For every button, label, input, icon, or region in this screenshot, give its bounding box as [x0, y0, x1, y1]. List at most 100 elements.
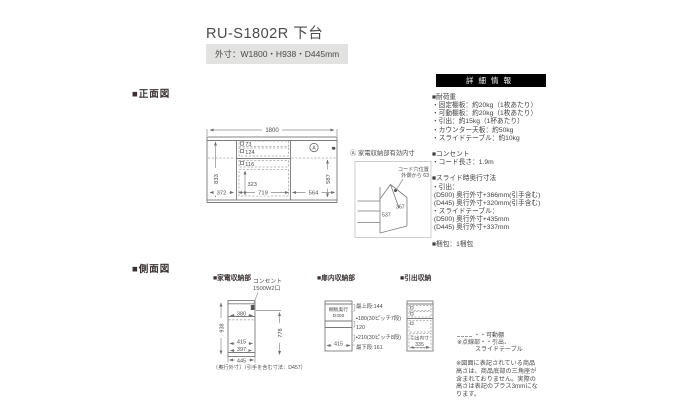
side-dim-inner-depth: 415: [237, 340, 246, 346]
legend-dotted-line1: ※点線部・・引出、: [457, 339, 511, 346]
appliance-section-title: ■家電収納部: [213, 275, 252, 282]
door-shelf-label: 最下段:161: [356, 344, 383, 351]
footnote: ※図面に表記されている商品 高さは、商品底部の三角座が 含まれておりません。実際…: [456, 360, 560, 399]
dim-bg: [211, 168, 220, 190]
dim-bg: [331, 340, 346, 347]
door-shelf-label: ▪210(30ピッチ8段): [356, 334, 402, 341]
side-appliance-outline: [227, 292, 259, 357]
appliance-dim-width: 537: [382, 213, 391, 219]
details-line: ・カウンター天板：約50kg: [432, 126, 514, 134]
outlet-label: コンセント 1500W2口: [253, 279, 282, 292]
side-door-brackets: [352, 304, 356, 346]
details-line: (D500) 奥行外寸+435mm: [432, 216, 510, 224]
details-line: ■梱包：1梱包: [432, 240, 474, 248]
outer-dimensions-badge: 外寸：W1800・H938・D445mm: [206, 44, 349, 64]
door-shelf-label: ▪180(30ピッチ7段): [356, 315, 402, 322]
details-panel-header: 詳細情報: [436, 74, 546, 87]
circle-a-marker: A: [309, 142, 319, 153]
dim-bg: [234, 345, 249, 352]
front-dim-right-width: 564: [309, 191, 319, 197]
side-drawer-outline: [406, 300, 434, 352]
front-view-drawer-handles: [240, 141, 244, 166]
side-dim-height: 938: [219, 323, 225, 332]
cord-hole-note-line2: 外側から 63: [401, 172, 429, 179]
cord-hole-icon: [331, 146, 336, 150]
door-shelf-depth-line2: D400: [333, 313, 345, 319]
side-drawer-dashed: [408, 305, 432, 349]
side-dim-right-height: 778: [278, 328, 284, 337]
outlet-label-line2: 1500W2口: [253, 285, 281, 292]
drawer-inner-dim: 335: [415, 342, 424, 348]
front-dim-left-height: 833: [214, 174, 220, 184]
legend-movable-shelf: ・・可動棚: [457, 333, 523, 340]
details-line: [432, 143, 540, 151]
footnote-line: ※図面に表記されている商品: [456, 360, 536, 367]
dim-bg: [234, 338, 249, 345]
front-dim-mid-width: 719: [258, 191, 268, 197]
front-dim-width: 1800: [265, 128, 279, 134]
dim-bg: [275, 323, 284, 343]
side-appliance-dims: [219, 302, 281, 363]
dim-bg: [409, 334, 430, 341]
side-dim-top-depth: 380: [237, 311, 246, 317]
side-drawer-handles: [410, 306, 414, 338]
drawer-inner-label: 引出内寸: [410, 334, 429, 341]
front-dim-drawer1: 73: [245, 142, 251, 148]
appliance-dim-depth: 367: [396, 205, 405, 211]
door-inner-dim: 415: [334, 342, 343, 348]
front-dim-drawer3: 116: [245, 162, 254, 168]
legend-movable-label: ・・可動棚: [474, 332, 505, 339]
footnote-line: 高さは、商品底部の三角座が: [456, 367, 537, 375]
page-title: RU-S1802R 下台: [206, 26, 324, 42]
dashed-line-icon: [457, 335, 472, 337]
door-shelf-label: 最上段:144: [356, 303, 383, 310]
dim-bg: [413, 341, 426, 347]
details-line: ・固定棚板：約20kg（1枚あたり）: [432, 102, 538, 110]
dim-bg: [262, 126, 282, 134]
dim-bg: [234, 357, 249, 363]
door-shelf-label: 120: [356, 324, 365, 331]
details-line: (D500) 奥行外寸+366mm(引手含む): [432, 191, 541, 199]
dim-bg: [246, 181, 260, 187]
front-view-dimension-lines: [206, 128, 338, 198]
dim-bg: [305, 189, 322, 196]
legend: ・・可動棚 ※点線部・・引出、 スライドテーブル: [457, 333, 523, 354]
side-view-heading: ■側面図: [132, 264, 171, 275]
circle-a-letter: A: [312, 146, 316, 152]
front-dim-drawer4: 323: [248, 182, 257, 188]
outlet-icon: [250, 305, 255, 310]
depth-note: 〔奥行外寸〕（引手を含む寸法：D457）: [213, 364, 306, 371]
cord-hole-note: コード穴位置 外側から 63: [388, 167, 429, 180]
details-line: ■コンセント: [432, 150, 470, 158]
front-dim-drawer2: 124: [245, 150, 254, 156]
dim-bg: [255, 189, 271, 196]
door-shelf-depth-line1: 棚板奥行: [329, 306, 348, 313]
details-line: (D445) 奥行外寸+320mm(引手含む): [432, 199, 541, 207]
door-section-title: ■扉内収納部: [317, 275, 356, 282]
front-dim-right-height: 587: [326, 174, 332, 184]
dim-bg: [323, 169, 332, 189]
appliance-inner-title: Ⓐ 家電収納部有効内寸: [350, 150, 415, 157]
side-door-outline: [324, 300, 353, 352]
details-line: ■耐荷重: [432, 94, 457, 101]
front-view-heading: ■正面図: [132, 89, 171, 100]
details-line: ・可動棚板：約20kg（1枚あたり）: [432, 110, 538, 118]
side-dim-base-depth: 397: [237, 347, 246, 353]
front-view-dashed-drawers: [208, 140, 336, 197]
details-line: ・コード長さ：1.9m: [432, 159, 494, 167]
details-line: ■スライド時奥行寸法: [432, 175, 497, 183]
appliance-sketch: [357, 178, 408, 234]
front-dim-left-width: 372: [217, 191, 227, 197]
footnote-line: 高さは表記のプラス3mmにな: [456, 383, 538, 391]
details-panel: ■耐荷重 ・固定棚板：約20kg（1枚あたり） ・可動棚板：約20kg（1枚あた…: [432, 94, 540, 249]
footnote-line: 含まれておりません。実際の: [456, 375, 536, 383]
front-view-cabinet-outline: [206, 136, 338, 203]
dim-bg: [381, 211, 394, 217]
dim-bg: [213, 189, 230, 196]
footnote-line: ります。: [456, 391, 481, 399]
drawer-section-title: ■引出収納: [400, 275, 432, 282]
details-line: ・スライドテーブル：: [432, 207, 499, 215]
dim-bg: [217, 318, 225, 338]
details-line: (D445) 奥行外寸+337mm: [432, 224, 510, 232]
